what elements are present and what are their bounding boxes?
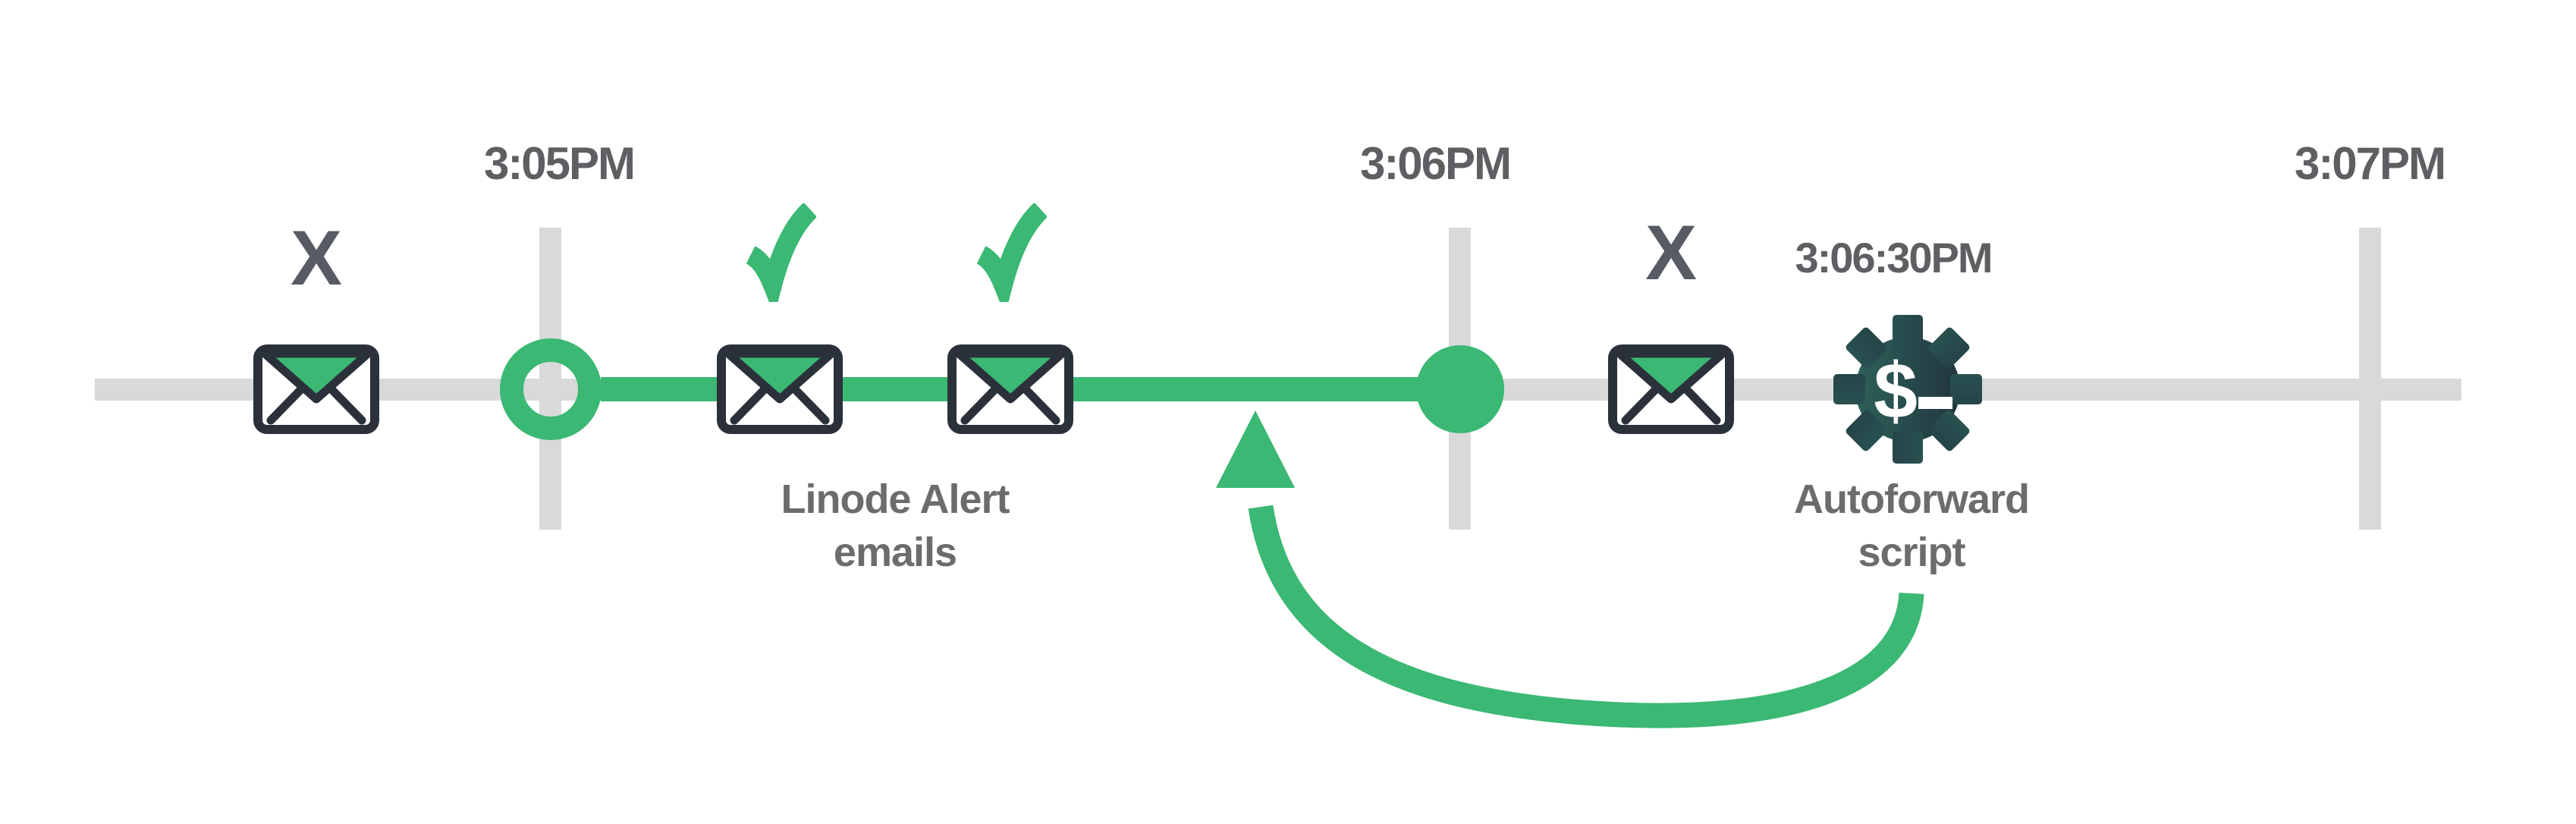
envelope-flap xyxy=(260,349,372,404)
check-icon xyxy=(976,203,1047,302)
caption-line: script xyxy=(1858,530,1965,575)
open-circle-marker xyxy=(500,338,602,440)
envelope-icon xyxy=(717,344,843,434)
filled-circle-marker xyxy=(1416,345,1504,433)
time-label-307: 3:07PM xyxy=(2294,138,2446,189)
caption-line: Autoforward xyxy=(1794,476,2030,522)
envelope-flap xyxy=(1615,349,1727,404)
curved-arrow-tail xyxy=(1248,505,1924,728)
x-mark-icon: X xyxy=(290,215,343,301)
time-label-30630: 3:06:30PM xyxy=(1795,234,1993,281)
envelope-icon xyxy=(1608,344,1734,434)
envelope-flap xyxy=(954,349,1067,404)
check-icon xyxy=(746,203,816,302)
envelope-icon xyxy=(947,344,1073,434)
x-mark-icon: X xyxy=(1645,209,1698,296)
caption-linode-alert-emails: Linode Alert emails xyxy=(781,473,1010,579)
caption-autoforward-script: Autoforward script xyxy=(1794,473,2030,579)
time-label-305: 3:05PM xyxy=(483,138,636,189)
dollar-sign: $ xyxy=(1874,348,1918,436)
envelope-creases xyxy=(1621,385,1721,425)
envelope-creases xyxy=(960,385,1060,425)
envelope-flap xyxy=(724,349,836,404)
envelope-creases xyxy=(730,385,830,425)
envelope-creases xyxy=(266,385,366,425)
caption-line: emails xyxy=(833,530,957,575)
time-label-306: 3:06PM xyxy=(1359,138,1512,189)
envelope-icon xyxy=(253,344,379,434)
prompt-underscore xyxy=(1918,397,1952,409)
gear-dollar-icon: $ xyxy=(1833,315,1982,464)
tick-3-07pm xyxy=(2359,228,2381,530)
caption-line: Linode Alert xyxy=(781,476,1010,522)
curved-arrow-head xyxy=(1216,410,1295,488)
gear-body xyxy=(1833,315,1982,464)
